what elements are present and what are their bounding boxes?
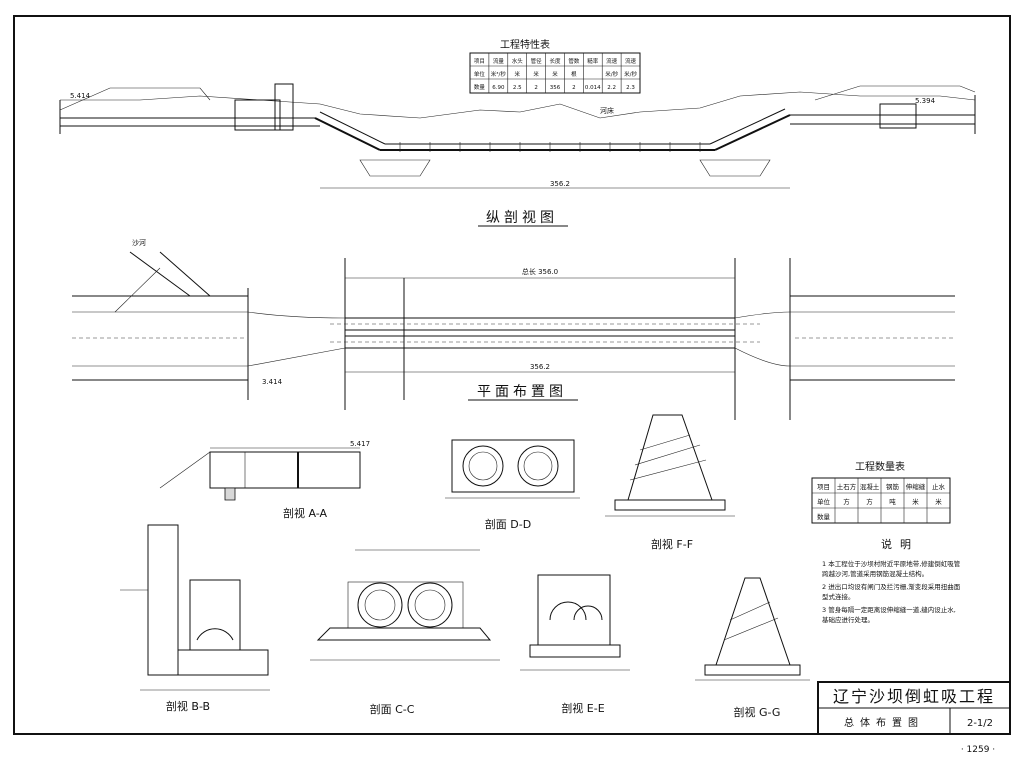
table2-cell: 米 xyxy=(912,497,919,506)
drawing-number: 2-1/2 xyxy=(967,718,993,729)
table1-cell: 0.014 xyxy=(585,85,601,91)
note-line: 型式连接。 xyxy=(822,592,855,601)
note-line: 基础应进行处理。 xyxy=(822,615,874,624)
plan-el-a: 3.414 xyxy=(262,378,283,386)
plan-pipe-dim: 356.2 xyxy=(530,363,550,371)
page-number: · 1259 · xyxy=(961,745,995,755)
table1-cell: 356 xyxy=(550,85,561,91)
table1-cell: 根 xyxy=(571,70,577,78)
table2-cell: 伸缩缝 xyxy=(906,482,926,491)
table1-cell: 水头 xyxy=(512,57,524,65)
table1-cell: 米 xyxy=(533,70,539,78)
table2-cell: 方 xyxy=(843,497,850,506)
notes-title: 说明 xyxy=(881,537,919,551)
table1-cell: 2.3 xyxy=(626,85,635,91)
table1-cell: 流量 xyxy=(493,57,505,65)
table1-cell: 2 xyxy=(572,85,576,91)
table2-cell: 吨 xyxy=(889,497,896,506)
section-gg: 剖视 G-G xyxy=(695,577,810,719)
sec-dd-title: 剖面 D-D xyxy=(485,517,531,531)
note-line: 1 本工程位于沙坝村附近平原地带,修建倒虹吸管 xyxy=(822,559,961,568)
section-ff: 剖视 F-F xyxy=(605,414,735,551)
sheet-title: 辽宁沙坝倒虹吸工程 xyxy=(833,687,995,706)
table1-cell: 流速 xyxy=(625,57,637,65)
table1-title: 工程特性表 xyxy=(500,38,550,51)
table1-cell: 2.5 xyxy=(513,85,522,91)
table1-cell: 米³/秒 xyxy=(491,70,507,78)
table2-cell: 混凝土 xyxy=(860,482,880,491)
title-block: 辽宁沙坝倒虹吸工程 总体布置图 2-1/2 xyxy=(817,681,1011,735)
table2-cell: 方 xyxy=(866,497,873,506)
table1-cell: 项目 xyxy=(474,58,485,65)
note-line: 3 管身每隔一定距离设伸缩缝一道,缝内设止水, xyxy=(822,605,956,614)
table1-cell: 数量 xyxy=(474,83,486,91)
section-ee: 剖视 E-E xyxy=(520,574,630,715)
sheet-subtitle: 总体布置图 xyxy=(844,716,924,729)
table2-title: 工程数量表 xyxy=(855,460,905,473)
river-bed-label: 河床 xyxy=(600,106,614,115)
section-dd: 剖面 D-D xyxy=(445,439,580,531)
table1-cell: 2 xyxy=(534,85,538,91)
section-aa: 5.417 剖视 A-A xyxy=(159,440,370,520)
table2-cell: 止水 xyxy=(932,482,946,491)
sec-bb-title: 剖视 B-B xyxy=(166,699,210,713)
table1-cell: 管数 xyxy=(568,57,580,65)
table1-cell: 2.2 xyxy=(607,85,616,91)
profile-total-dim: 356.2 xyxy=(550,180,570,188)
plan-total-dim: 总长 356.0 xyxy=(522,267,558,276)
table1-cell: 单位 xyxy=(474,70,486,78)
sec-ee-title: 剖视 E-E xyxy=(561,701,604,715)
table1-cell: 长度 xyxy=(549,57,561,65)
notes-block: 说明 1 本工程位于沙坝村附近平原地带,修建倒虹吸管跨越沙河,管道采用钢筋混凝土… xyxy=(822,537,961,624)
sec-aa-title: 剖视 A-A xyxy=(283,506,328,520)
table1-cell: 米/秒 xyxy=(605,70,618,78)
table2-cell: 单位 xyxy=(817,497,831,506)
sec-aa-el: 5.417 xyxy=(350,440,370,448)
table1-cell: 米/秒 xyxy=(624,70,637,78)
section-cc: 剖面 C-C xyxy=(310,549,500,716)
table1-cell: 米 xyxy=(552,70,558,78)
sheet-border xyxy=(13,15,1011,735)
el-right: 5.394 xyxy=(915,97,936,105)
table1-cell: 糙率 xyxy=(587,57,599,65)
table2-cell: 项目 xyxy=(817,483,830,491)
note-line: 跨越沙河,管道采用钢筋混凝土结构。 xyxy=(822,569,928,578)
table2-cell: 数量 xyxy=(817,512,831,521)
el-left: 5.414 xyxy=(70,92,91,100)
profile-view: 356.2 5.414 5.394 河床 纵剖视图 xyxy=(59,83,976,227)
table1-cell: 流速 xyxy=(606,57,618,65)
plan-river-label: 沙河 xyxy=(132,239,146,247)
table1-cell: 管径 xyxy=(531,57,543,65)
sec-gg-title: 剖视 G-G xyxy=(734,705,781,719)
sec-ff-title: 剖视 F-F xyxy=(651,537,693,551)
table2-cell: 土石方 xyxy=(837,482,857,491)
table2-cell: 钢筋 xyxy=(886,482,900,491)
note-line: 2 进出口均设有闸门及拦污栅,渐变段采用扭曲面 xyxy=(822,582,961,591)
table1-cell: 米 xyxy=(514,70,520,78)
profile-title: 纵剖视图 xyxy=(486,210,558,226)
table1-cell: 6.90 xyxy=(492,85,505,91)
table2-cell: 米 xyxy=(935,497,942,506)
plan-view: 总长 356.0 356.2 沙河 3.414 平面布置图 xyxy=(72,239,955,420)
section-bb: 剖视 B-B xyxy=(120,524,270,713)
sec-cc-title: 剖面 C-C xyxy=(370,702,415,716)
plan-title: 平面布置图 xyxy=(477,384,567,400)
